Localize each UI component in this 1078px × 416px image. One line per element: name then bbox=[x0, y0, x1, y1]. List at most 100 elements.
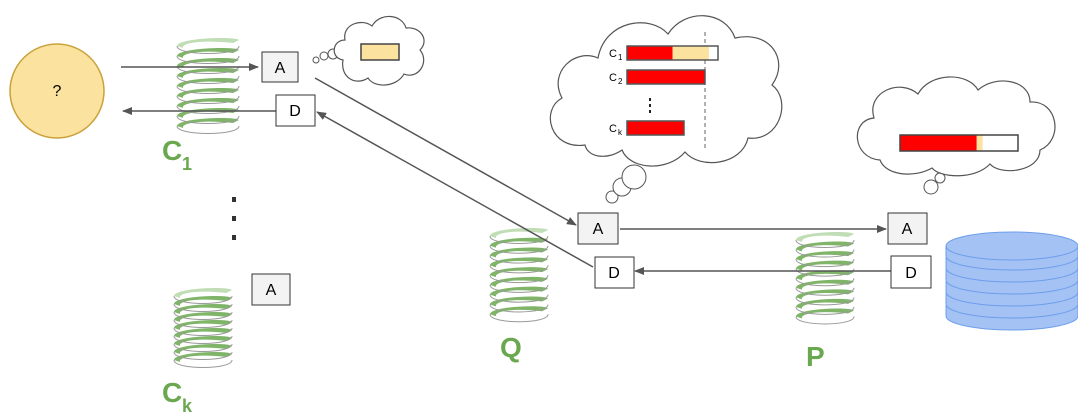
ck-label: C bbox=[162, 377, 182, 408]
c1-label: C bbox=[162, 135, 182, 166]
log-c1-slice-edge bbox=[176, 125, 240, 134]
p-bar-progress-fill bbox=[900, 135, 977, 151]
c1-accept-label: A bbox=[275, 60, 286, 77]
log-ck-slice bbox=[174, 336, 232, 346]
node-label-p: P bbox=[806, 341, 825, 372]
log-p-slice-edge bbox=[795, 306, 855, 315]
log-ck-slice bbox=[174, 352, 232, 362]
unknown-client: ? bbox=[9, 43, 105, 139]
q-row-label: C bbox=[609, 72, 617, 84]
ck-subscript: k bbox=[182, 396, 193, 416]
log-stack-ck bbox=[173, 288, 233, 368]
log-q-slice bbox=[490, 247, 548, 258]
log-ck-slice-edge bbox=[173, 319, 233, 328]
log-q-slice-edge bbox=[489, 235, 549, 244]
log-q-slice bbox=[490, 257, 548, 268]
log-ck-slice-edge bbox=[173, 311, 233, 320]
message-box-ck-accept: A bbox=[251, 273, 291, 306]
q-row-subscript: k bbox=[618, 128, 623, 137]
log-q-slice bbox=[490, 276, 548, 287]
arrow-c1-to-q bbox=[314, 77, 577, 226]
message-box-c1-decide: D bbox=[275, 94, 316, 127]
unknown-client-label: ? bbox=[53, 83, 62, 100]
q-row-outline bbox=[626, 69, 706, 85]
log-ck-slice-edge bbox=[173, 343, 233, 352]
log-p-slice bbox=[796, 232, 854, 242]
arrow-q-to-c1 bbox=[316, 111, 594, 268]
log-ck-slice bbox=[174, 320, 232, 330]
log-ck-slice-edge bbox=[173, 359, 233, 368]
message-box-p-accept: A bbox=[887, 212, 928, 245]
log-p-slice-edge bbox=[795, 287, 855, 296]
node-label-c1: C 1 bbox=[162, 135, 192, 174]
node-label-ck: C k bbox=[162, 377, 193, 416]
q-row-progress-fill bbox=[627, 46, 673, 60]
log-ck-slice bbox=[174, 288, 232, 298]
log-ck-slice bbox=[174, 312, 232, 322]
log-ck-slice-edge bbox=[173, 327, 233, 336]
node-label-q: Q bbox=[500, 332, 522, 363]
log-p-slice bbox=[796, 270, 854, 281]
log-c1-slice-edge bbox=[176, 75, 240, 84]
log-p-slice bbox=[796, 279, 854, 290]
log-p-slice bbox=[796, 251, 854, 262]
log-ck-slice-edge bbox=[173, 303, 233, 312]
log-p-slice bbox=[796, 289, 854, 300]
log-c1-slice bbox=[177, 58, 239, 68]
ck-accept-label: A bbox=[266, 282, 277, 299]
q-row-label: C bbox=[609, 48, 617, 60]
log-c1-slice bbox=[177, 88, 239, 98]
log-c1-slice-edge bbox=[176, 65, 240, 74]
q-row-ellipsis-icon bbox=[649, 98, 651, 113]
log-q-slice-edge bbox=[489, 245, 549, 254]
log-q-slice-edge bbox=[489, 255, 549, 264]
log-p-slice bbox=[796, 260, 854, 271]
log-q-slice-edge bbox=[489, 284, 549, 293]
log-ck-slice bbox=[174, 344, 232, 354]
log-ck-slice-edge bbox=[173, 335, 233, 344]
vertical-ellipsis-icon bbox=[232, 197, 236, 240]
log-ck-slice-edge bbox=[173, 351, 233, 360]
log-stack-p bbox=[795, 232, 855, 325]
log-p-slice-edge bbox=[795, 277, 855, 287]
log-q-slice-edge bbox=[489, 265, 549, 274]
log-ck-slice bbox=[174, 296, 232, 306]
log-q-slice-edge bbox=[489, 274, 549, 284]
log-c1-slice-edge bbox=[176, 115, 240, 124]
log-stack-c1 bbox=[176, 38, 240, 134]
log-c1-slice-edge bbox=[176, 55, 240, 64]
log-c1-slice-edge bbox=[176, 95, 240, 104]
log-q-slice-edge bbox=[489, 294, 549, 303]
p-progress-bar bbox=[899, 134, 1019, 152]
log-c1-slice bbox=[177, 78, 239, 88]
database-top bbox=[945, 231, 1078, 261]
log-q-slice bbox=[490, 228, 548, 238]
log-c1-slice bbox=[177, 38, 239, 48]
message-box-c1-accept: A bbox=[261, 51, 299, 83]
q-row-outline bbox=[626, 45, 719, 61]
log-q-slice bbox=[490, 286, 548, 297]
log-q-slice bbox=[490, 267, 548, 278]
message-box-p-decide: D bbox=[890, 255, 932, 289]
message-box-q-accept: A bbox=[577, 212, 619, 245]
c1-pending-bar bbox=[360, 43, 400, 61]
p-accept-label: A bbox=[902, 221, 913, 238]
thought-cloud-p bbox=[856, 76, 1056, 195]
log-ck-slice bbox=[174, 304, 232, 314]
q-row-subscript: 1 bbox=[618, 53, 623, 62]
log-c1-slice-edge bbox=[176, 45, 240, 54]
q-row-pending-fill bbox=[672, 46, 709, 60]
log-q-slice bbox=[490, 306, 548, 317]
log-p-slice-edge bbox=[795, 258, 855, 268]
q-decide-label: D bbox=[608, 265, 620, 282]
p-bar-pending-fill bbox=[976, 135, 983, 151]
q-row-subscript: 2 bbox=[618, 77, 623, 86]
log-p-slice bbox=[796, 241, 854, 252]
log-c1-slice bbox=[177, 68, 239, 78]
p-decide-label: D bbox=[905, 265, 917, 282]
database-icon bbox=[945, 231, 1078, 331]
log-p-slice-edge bbox=[795, 316, 855, 325]
c1-subscript: 1 bbox=[182, 154, 192, 174]
